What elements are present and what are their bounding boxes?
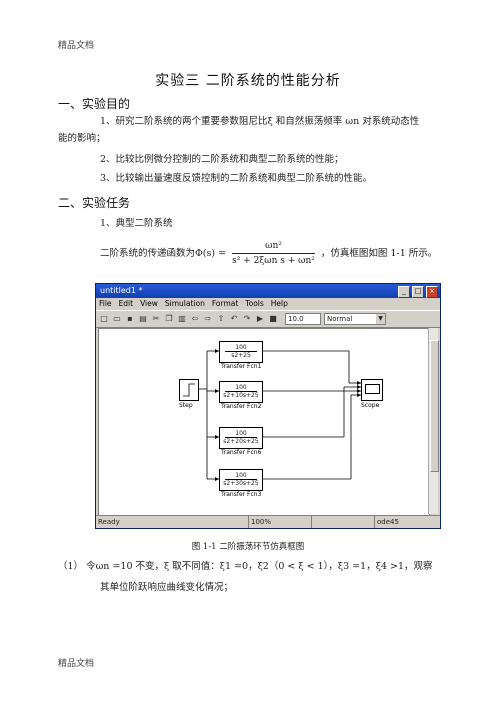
print-icon[interactable]: ▤ [139, 314, 147, 323]
status-bar: Ready 100% ode45 [96, 515, 440, 528]
scope-screen-icon [365, 384, 380, 394]
scrollbar-thumb[interactable] [430, 340, 439, 472]
section-2-heading: 二、实验任务 [58, 196, 131, 210]
sim-mode-value: Normal [327, 315, 353, 323]
menu-file[interactable]: File [99, 299, 112, 308]
transfer-fcn-block-6[interactable]: 100 s2+20s+25 [219, 427, 263, 449]
step-block[interactable] [179, 379, 199, 401]
tf-fraction: ωn² s² + 2ξωn s + ωn² [232, 239, 315, 268]
start-simulation-icon[interactable]: ▶ [256, 314, 264, 323]
tf-prefix: 二阶系统的传递函数为Φ(s) = [100, 248, 227, 259]
objective-1-line1: 1、研究二阶系统的两个重要参数阻尼比ξ 和自然振荡频率 ωn 对系统动态性 [100, 116, 420, 127]
tf3-denominator: s2+30s+25 [223, 480, 259, 487]
tf6-denominator: s2+20s+25 [223, 438, 259, 445]
objective-1-line2: 能的影响； [58, 133, 106, 144]
tf1-denominator: s2+25 [231, 352, 251, 359]
tf1-numerator: 100 [225, 344, 257, 352]
tf3-label: Transfer Fcn3 [221, 491, 262, 498]
sim-time-input[interactable]: 10.0 [285, 313, 321, 325]
subsection-typical: 1、典型二阶系统 [100, 218, 173, 229]
tf2-label: Transfer Fcn2 [221, 403, 262, 410]
tf-suffix: ，仿真框图如图 1-1 所示。 [320, 248, 438, 259]
transfer-function-line: 二阶系统的传递函数为Φ(s) = ωn² s² + 2ξωn s + ωn² ，… [100, 239, 437, 268]
page-title: 实验三 二阶系统的性能分析 [155, 73, 341, 89]
solver-name: ode45 [377, 518, 399, 526]
vertical-scrollbar[interactable] [428, 328, 439, 514]
tf2-numerator: 100 [225, 384, 257, 392]
save-icon[interactable]: ▪ [127, 314, 133, 323]
toolbar: □ ▭ ▪ ▤ ✂ ❐ ▥ ⇦ ⇨ ⇧ ↶ ↷ ▶ ■ 10.0 Normal … [96, 310, 440, 328]
transfer-fcn-block-2[interactable]: 100 s2+10s+25 [219, 381, 263, 403]
menu-help[interactable]: Help [270, 299, 288, 308]
task-1-line2: 其单位阶跃响应曲线变化情况； [100, 582, 234, 593]
minimize-button[interactable]: _ [398, 286, 410, 298]
footer-note: 精品文档 [58, 659, 95, 669]
tf1-label: Transfer Fcn1 [221, 363, 262, 370]
header-note: 精品文档 [58, 41, 95, 51]
task-1-line1: （1） 令ωn =10 不变，ξ 取不同值：ξ1 =0，ξ2（0 < ξ < 1… [58, 561, 433, 572]
open-icon[interactable]: ▭ [113, 314, 121, 323]
cut-icon[interactable]: ✂ [152, 314, 160, 323]
forward-icon[interactable]: ⇨ [204, 314, 212, 323]
maximize-button[interactable]: □ [412, 286, 424, 298]
chevron-down-icon[interactable]: ▼ [376, 314, 385, 324]
step-icon [183, 383, 195, 397]
menu-simulation[interactable]: Simulation [164, 299, 205, 308]
sim-mode-select[interactable]: Normal ▼ [324, 313, 386, 325]
section-1-heading: 一、实验目的 [58, 97, 131, 111]
zoom-level: 100% [249, 516, 312, 528]
stop-simulation-icon[interactable]: ■ [269, 314, 277, 323]
status-empty [312, 516, 375, 528]
tf6-label: Transfer Fcn6 [221, 449, 262, 456]
menu-bar: File Edit View Simulation Format Tools H… [96, 298, 440, 310]
copy-icon[interactable]: ❐ [165, 314, 173, 323]
menu-format[interactable]: Format [211, 299, 239, 308]
step-label: Step [179, 402, 193, 409]
signal-lines [197, 349, 361, 481]
objective-2: 2、比较比例微分控制的二阶系统和典型二阶系统的性能； [100, 154, 344, 165]
menu-tools[interactable]: Tools [245, 299, 264, 308]
scope-label: Scope [361, 402, 380, 409]
tf2-denominator: s2+10s+25 [223, 392, 259, 399]
tf3-numerator: 100 [225, 472, 257, 480]
up-icon[interactable]: ⇧ [217, 314, 225, 323]
transfer-fcn-block-1[interactable]: 100 s2+25 [219, 341, 263, 363]
new-icon[interactable]: □ [100, 314, 108, 323]
tf-denominator: s² + 2ξωn s + ωn² [232, 256, 315, 266]
window-titlebar: untitled1 * _ □ × [96, 284, 440, 298]
transfer-fcn-block-3[interactable]: 100 s2+30s+25 [219, 469, 263, 491]
scope-block[interactable] [361, 379, 383, 401]
status-text: Ready [96, 516, 249, 528]
tf-numerator: ωn² [232, 239, 315, 254]
redo-icon[interactable]: ↷ [243, 314, 251, 323]
menu-view[interactable]: View [140, 299, 158, 308]
close-button[interactable]: × [426, 286, 438, 298]
simulink-window: untitled1 * _ □ × File Edit View Simulat… [95, 283, 441, 529]
objective-3: 3、比较输出量速度反馈控制的二阶系统和典型二阶系统的性能。 [100, 173, 373, 184]
model-canvas[interactable]: Step 100 s2+25 Transfer Fcn1 100 s2+10s+… [98, 328, 430, 516]
menu-edit[interactable]: Edit [118, 299, 134, 308]
window-title: untitled1 * [100, 286, 143, 295]
undo-icon[interactable]: ↶ [230, 314, 238, 323]
back-icon[interactable]: ⇦ [191, 314, 199, 323]
figure-caption: 图 1-1 二阶振荡环节仿真框图 [191, 542, 305, 552]
paste-icon[interactable]: ▥ [178, 314, 186, 323]
tf6-numerator: 100 [225, 430, 257, 438]
